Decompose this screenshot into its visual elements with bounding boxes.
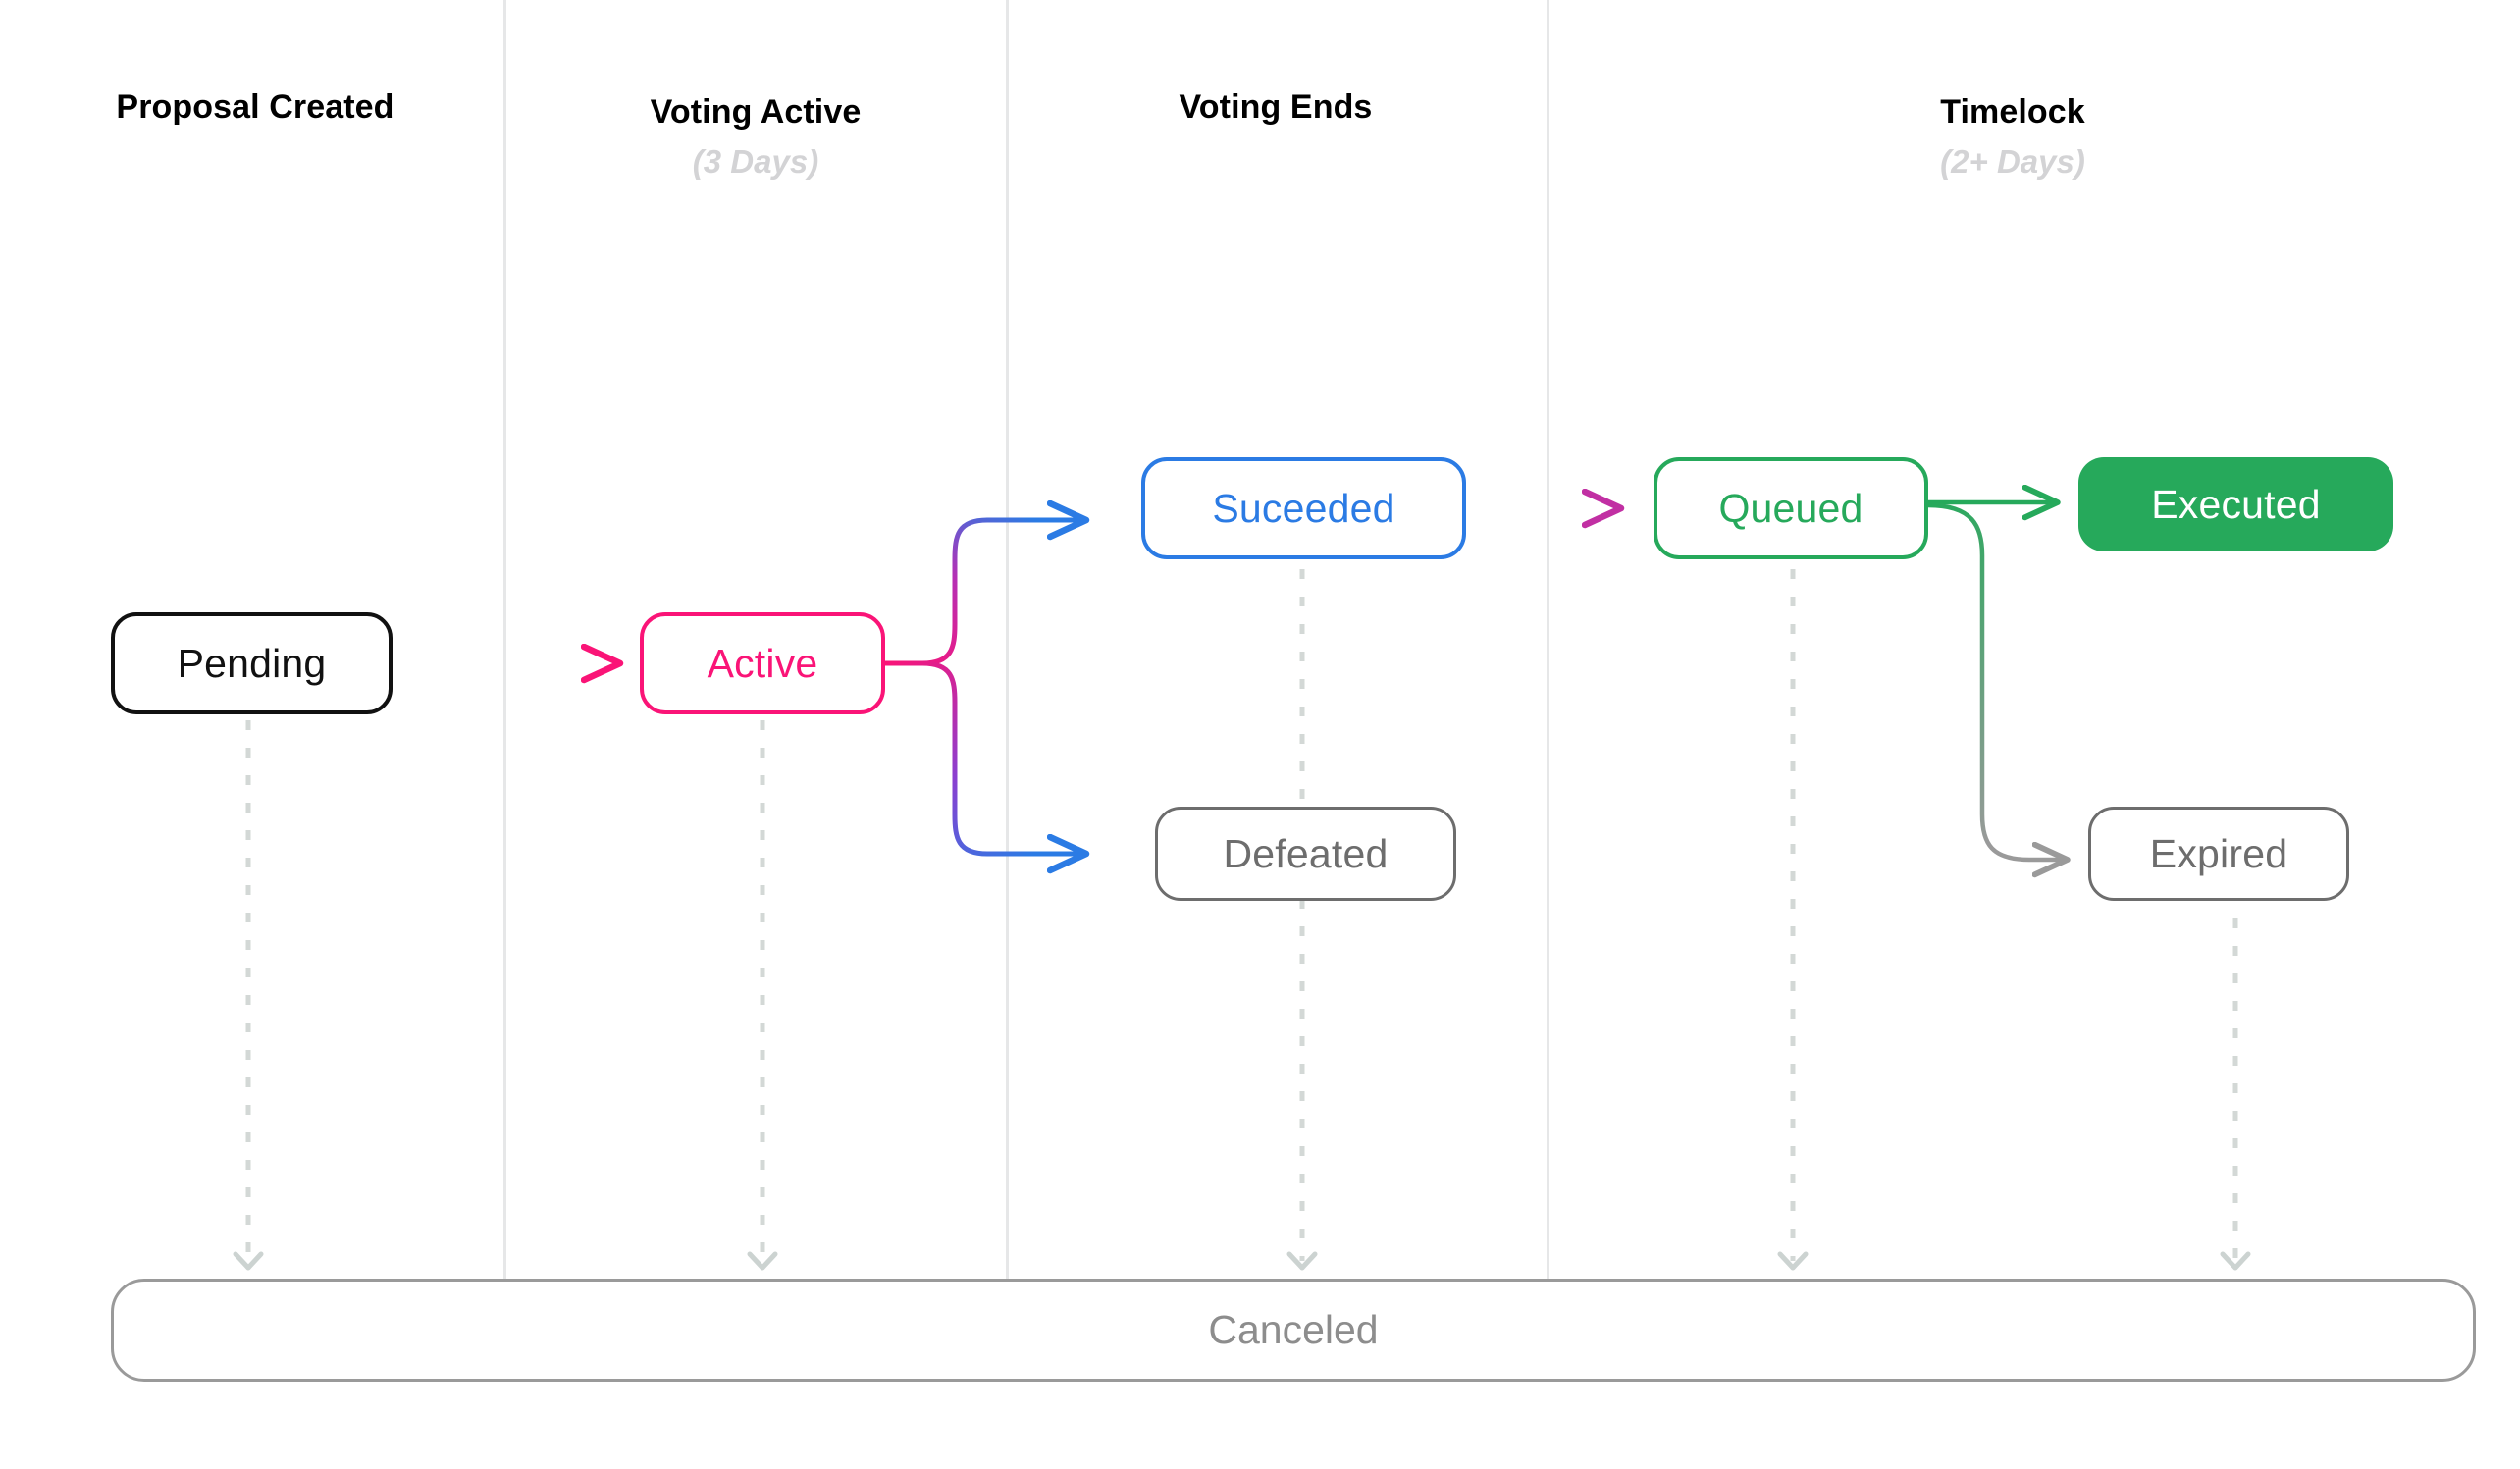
phase-title: Timelock — [1940, 93, 2085, 131]
dashed-arrowhead-expired — [2220, 1251, 2251, 1271]
phase-header-timelock: Timelock (2+ Days) — [1556, 93, 2469, 181]
node-label: Expired — [2149, 830, 2288, 876]
phase-separator-1 — [503, 0, 506, 1284]
phase-header-voting-active: Voting Active (3 Days) — [515, 93, 996, 181]
node-label: Active — [707, 640, 818, 686]
node-active[interactable]: Active — [640, 612, 885, 714]
phase-header-voting-ends: Voting Ends — [1016, 88, 1536, 138]
node-suceeded[interactable]: Suceeded — [1141, 457, 1466, 559]
node-label: Defeated — [1223, 830, 1389, 876]
edge-queued-to-expired — [1925, 502, 2066, 860]
dashed-arrowhead-suceeded — [1286, 1251, 1318, 1271]
node-queued[interactable]: Queued — [1654, 457, 1928, 559]
edge-active-to-suceeded — [882, 520, 1084, 666]
phase-title: Voting Active — [650, 93, 862, 131]
phase-title: Proposal Created — [116, 88, 394, 126]
phase-title: Voting Ends — [1179, 88, 1373, 126]
node-executed[interactable]: Executed — [2078, 457, 2393, 551]
node-label: Pending — [177, 640, 327, 686]
dashed-arrowhead-pending — [233, 1251, 264, 1271]
node-defeated[interactable]: Defeated — [1155, 807, 1456, 901]
edge-active-to-defeated — [882, 660, 1084, 854]
phase-duration: (3 Days) — [692, 143, 819, 180]
phase-separator-2 — [1006, 0, 1009, 1284]
phase-separator-3 — [1547, 0, 1549, 1284]
dashed-arrowhead-active — [747, 1251, 778, 1271]
node-expired[interactable]: Expired — [2088, 807, 2349, 901]
node-canceled[interactable]: Canceled — [111, 1279, 2476, 1382]
node-label: Executed — [2151, 481, 2321, 527]
node-label: Suceeded — [1212, 485, 1395, 531]
dashed-arrowhead-queued — [1777, 1251, 1809, 1271]
node-pending[interactable]: Pending — [111, 612, 393, 714]
node-label: Queued — [1718, 485, 1864, 531]
phase-header-proposal-created: Proposal Created — [20, 88, 491, 138]
phase-duration: (2+ Days) — [1940, 143, 2085, 180]
node-label: Canceled — [1208, 1307, 1379, 1352]
